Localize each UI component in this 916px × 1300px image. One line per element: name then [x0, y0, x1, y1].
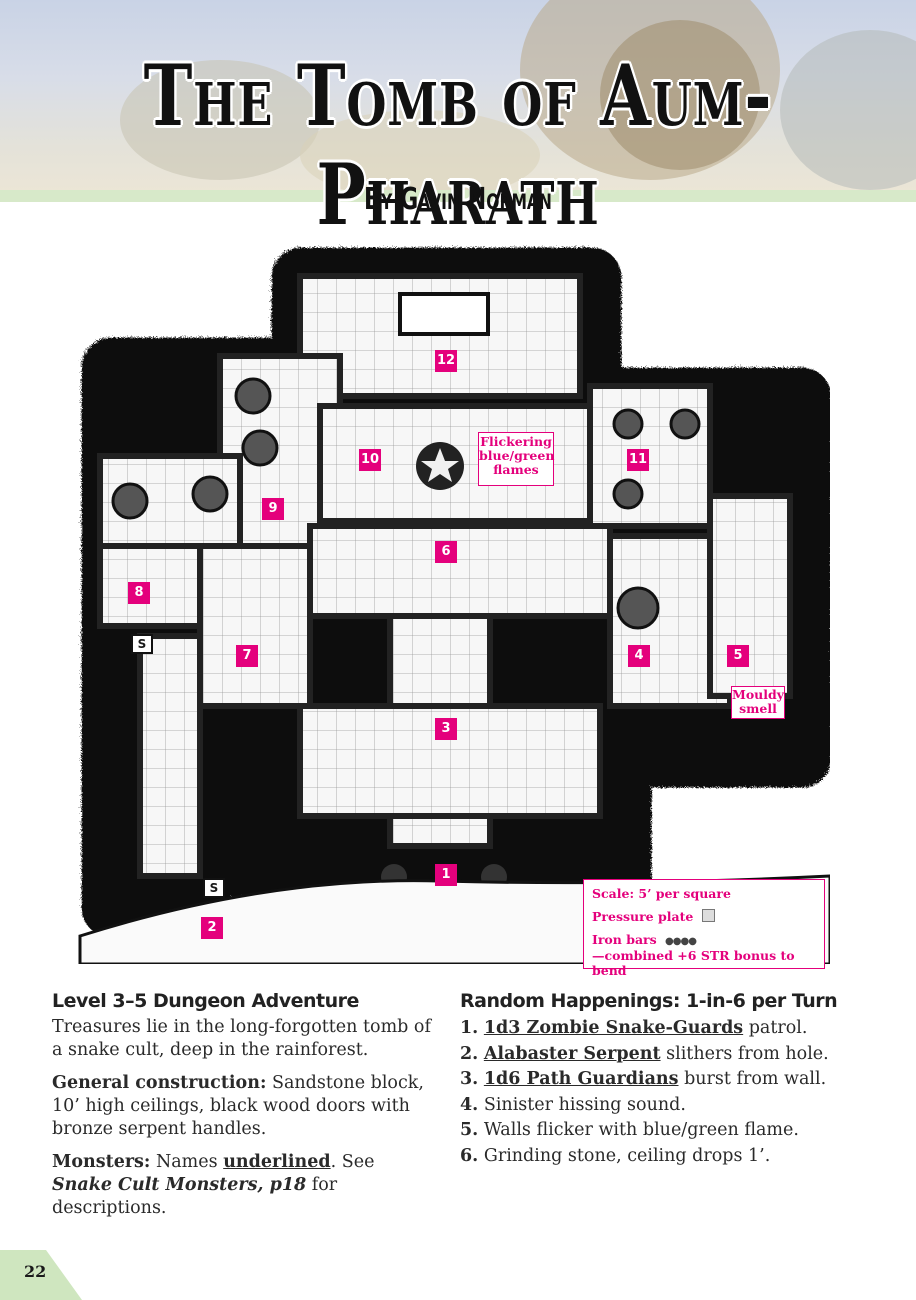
happening-item: 2. Alabaster Serpent slithers from hole. — [460, 1043, 829, 1064]
floor-tiles — [97, 273, 793, 879]
area-marker-4: 4 — [628, 645, 650, 667]
sarcophagus — [398, 292, 490, 336]
area-marker-11: 11 — [627, 449, 649, 471]
area-marker-2: 2 — [201, 917, 223, 939]
header-illustration — [0, 0, 916, 196]
page-title: The Tomb of Aum-Pharath — [143, 46, 773, 244]
legend-iron-bars-note: —combined +6 STR bonus to bend — [592, 948, 795, 978]
happening-item: 4. Sinister hissing sound. — [460, 1094, 686, 1115]
overview-heading: Level 3–5 Dungeon Adventure — [52, 990, 359, 1012]
iron-bars-icon: ●●●● — [665, 936, 697, 947]
random-happenings: Random Happenings: 1-in-6 per Turn 1. 1d… — [460, 990, 870, 1169]
area-marker-1: 1 — [435, 864, 457, 886]
area-marker-10: 10 — [359, 449, 381, 471]
pressure-plate-icon — [701, 909, 715, 922]
legend-scale: Scale: 5’ per square — [592, 886, 731, 901]
area-marker-12: 12 — [435, 350, 457, 372]
area-marker-9: 9 — [262, 498, 284, 520]
monsters-paragraph: Monsters: Names underlined. See Snake Cu… — [52, 1152, 375, 1218]
page-corner-tab — [0, 1250, 82, 1300]
area-marker-6: 6 — [435, 541, 457, 563]
intro-paragraph: Treasures lie in the long-forgotten tomb… — [52, 1017, 431, 1060]
dungeon-map — [78, 246, 830, 964]
happening-item: 3. 1d6 Path Guardians burst from wall. — [460, 1069, 827, 1089]
secret-door-marker: S — [203, 878, 225, 898]
map-legend: Scale: 5’ per square Pressure plate Iron… — [583, 879, 825, 978]
area-marker-8: 8 — [128, 582, 150, 604]
legend-pressure-plate: Pressure plate — [592, 909, 715, 924]
pillars — [111, 377, 701, 630]
happening-item: 1. 1d3 Zombie Snake-Guards patrol. — [460, 1018, 808, 1038]
secret-door-marker: S — [131, 634, 153, 654]
area-marker-5: 5 — [727, 645, 749, 667]
construction-paragraph: General construction: Sandstone block, 1… — [52, 1073, 424, 1139]
happenings-heading: Random Happenings: 1-in-6 per Turn — [460, 990, 838, 1012]
page-number: 22 — [24, 1262, 47, 1281]
legend-iron-bars: Iron bars ●●●● — [592, 932, 697, 947]
adventure-overview: Level 3–5 Dungeon Adventure Treasures li… — [52, 990, 432, 1230]
header-band — [0, 190, 916, 202]
happening-item: 6. Grinding stone, ceiling drops 1’. — [460, 1145, 771, 1166]
author-byline: By Gavin Norman — [364, 182, 552, 217]
area-marker-7: 7 — [236, 645, 258, 667]
area-marker-3: 3 — [435, 718, 457, 740]
happening-item: 5. Walls flicker with blue/green flame. — [460, 1120, 799, 1140]
star-pedestal — [416, 442, 464, 490]
